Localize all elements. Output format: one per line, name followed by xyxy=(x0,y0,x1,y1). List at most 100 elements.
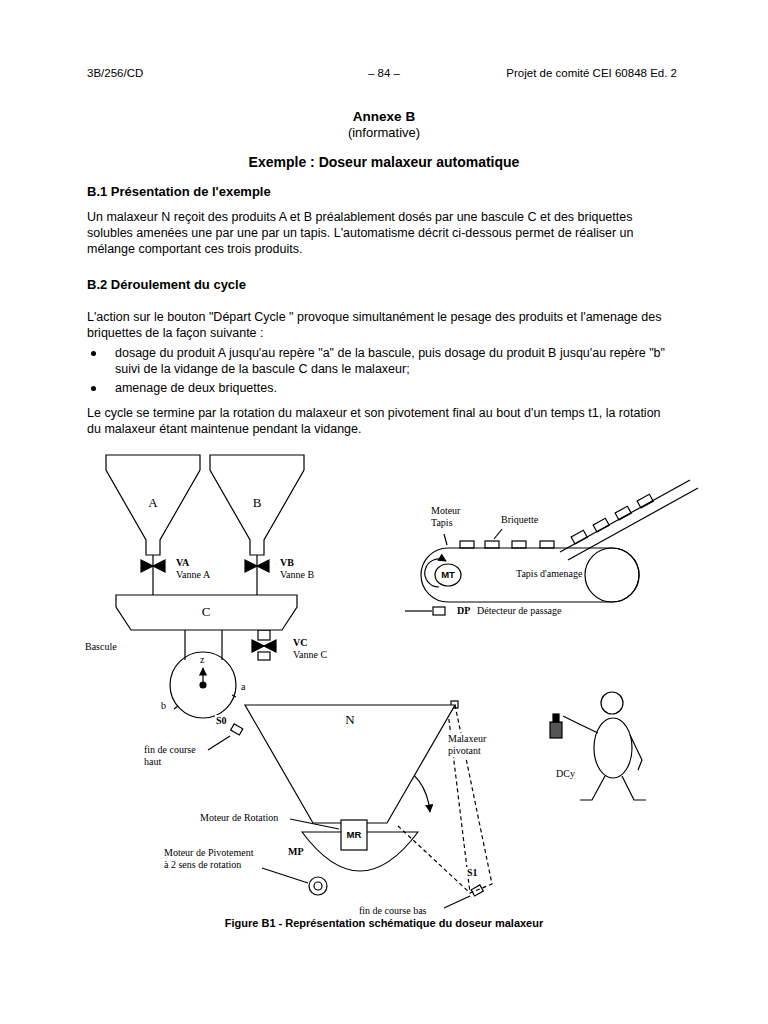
node-label: A xyxy=(148,496,157,510)
part-label: Tapis d'amenage xyxy=(515,568,583,580)
part-label: Briquette xyxy=(500,514,539,526)
limit-switch xyxy=(471,885,483,896)
body-text: Le cycle se termine par la rotation du m… xyxy=(87,405,677,437)
scale-dial xyxy=(170,652,236,718)
needle-pivot xyxy=(200,682,206,688)
motor-tag: MP xyxy=(287,846,305,858)
node-label: B xyxy=(253,496,262,510)
part-label: Vanne C xyxy=(292,649,328,661)
valve-symbol xyxy=(252,640,264,652)
operator-body xyxy=(594,718,632,778)
briquette xyxy=(460,541,474,548)
briquette xyxy=(571,530,587,544)
button-knob xyxy=(553,714,559,722)
part-label: DCy xyxy=(555,768,576,780)
feed-chute xyxy=(560,480,690,552)
dial-tick xyxy=(174,706,178,709)
hopper-shape xyxy=(210,455,304,555)
mixer-tank-shape xyxy=(245,705,455,823)
bullet-dot xyxy=(91,386,96,391)
belt-motor: MT xyxy=(435,564,461,586)
part-label: Malaxeur pivotant xyxy=(447,733,499,757)
page-number: – 84 – xyxy=(368,66,400,80)
valve-symbol xyxy=(257,560,269,572)
bullet-text: dosage du produit A jusqu'au repère "a" … xyxy=(115,345,677,377)
briquette xyxy=(540,541,554,548)
node-label: MT xyxy=(441,570,455,580)
part-label: Moteur de Rotation xyxy=(199,812,279,824)
body-text: Un malaxeur N reçoit des produits A et B… xyxy=(87,209,677,257)
leader-line xyxy=(494,529,502,539)
sensor-tag: DP xyxy=(456,605,471,617)
part-label: Bascule xyxy=(84,641,118,653)
bullet-text: amenage de deux briquettes. xyxy=(115,380,677,396)
conveyor-pulley xyxy=(585,548,639,602)
part-label: fin de course haut xyxy=(143,744,207,768)
feed-pipe xyxy=(256,555,257,595)
hopper: B xyxy=(210,455,304,555)
part-label: Moteur de Pivotement à 2 sens de rotatio… xyxy=(163,847,258,871)
hopper-shape xyxy=(106,455,200,555)
cycle-button xyxy=(550,722,562,738)
outlet-pipe xyxy=(258,630,270,640)
node-label: MR xyxy=(347,830,362,840)
annex-subtitle: (informative) xyxy=(348,125,420,141)
briquette xyxy=(485,541,499,548)
briquette xyxy=(615,506,631,520)
example-heading: Exemple : Doseur malaxeur automatique xyxy=(249,154,520,171)
part-label: Moteur Tapis xyxy=(430,505,467,529)
scale-link xyxy=(221,630,222,660)
feed-pipe xyxy=(152,555,153,595)
operator-arm xyxy=(563,716,598,733)
outlet-pipe xyxy=(258,652,270,660)
part-label: Détecteur de passage xyxy=(476,605,562,617)
weighing-scale-shape xyxy=(116,595,297,630)
operator-leg xyxy=(622,776,646,800)
part-label: fin de course bas xyxy=(358,905,427,917)
page-header: 3B/256/CD xyxy=(87,66,143,80)
bullet-dot xyxy=(91,351,96,356)
body-text: L'action sur le bouton "Départ Cycle " p… xyxy=(87,309,677,341)
dial-mark: a xyxy=(240,681,246,693)
page-header: Projet de comité CEI 60848 Ed. 2 xyxy=(506,66,677,80)
valve-tag: VB xyxy=(279,557,295,569)
section-heading: B.2 Déroulement du cycle xyxy=(87,277,246,293)
briquette xyxy=(512,541,526,548)
part-label: Vanne A xyxy=(175,569,211,581)
rotation-motor: MR xyxy=(341,820,367,850)
leader-line xyxy=(262,868,308,883)
rotation-motor-shape xyxy=(341,820,367,850)
hopper: A xyxy=(106,455,200,555)
valve-tag: VC xyxy=(292,637,308,649)
pivot-motor xyxy=(309,877,327,895)
detector-wire xyxy=(405,610,432,611)
valve-symbol xyxy=(141,560,153,572)
operator-leg xyxy=(580,776,605,800)
feed-chute xyxy=(568,488,698,560)
sensor-tag: S0 xyxy=(215,715,228,727)
dial-mark: b xyxy=(160,700,167,712)
valve-symbol xyxy=(153,560,165,572)
operator-arm xyxy=(630,735,642,770)
pivot-motor-shaft xyxy=(314,882,322,890)
sensor-tag: S1 xyxy=(466,867,479,879)
annex-title: Annexe B xyxy=(353,109,415,125)
briquette xyxy=(593,518,609,532)
briquette xyxy=(637,494,653,508)
conveyor-belt xyxy=(421,548,639,602)
scale-link xyxy=(184,630,185,660)
leader-line xyxy=(444,896,470,908)
detector-symbol xyxy=(433,607,445,615)
part-label: Vanne B xyxy=(279,569,315,581)
valve-symbol xyxy=(264,640,276,652)
dial-tick xyxy=(232,695,236,697)
leader-line xyxy=(208,736,230,750)
valve-tag: VA xyxy=(175,557,190,569)
limit-switch xyxy=(231,724,243,735)
node-label: C xyxy=(202,605,211,619)
mixer-tank: N xyxy=(245,705,455,823)
valve-symbol xyxy=(245,560,257,572)
